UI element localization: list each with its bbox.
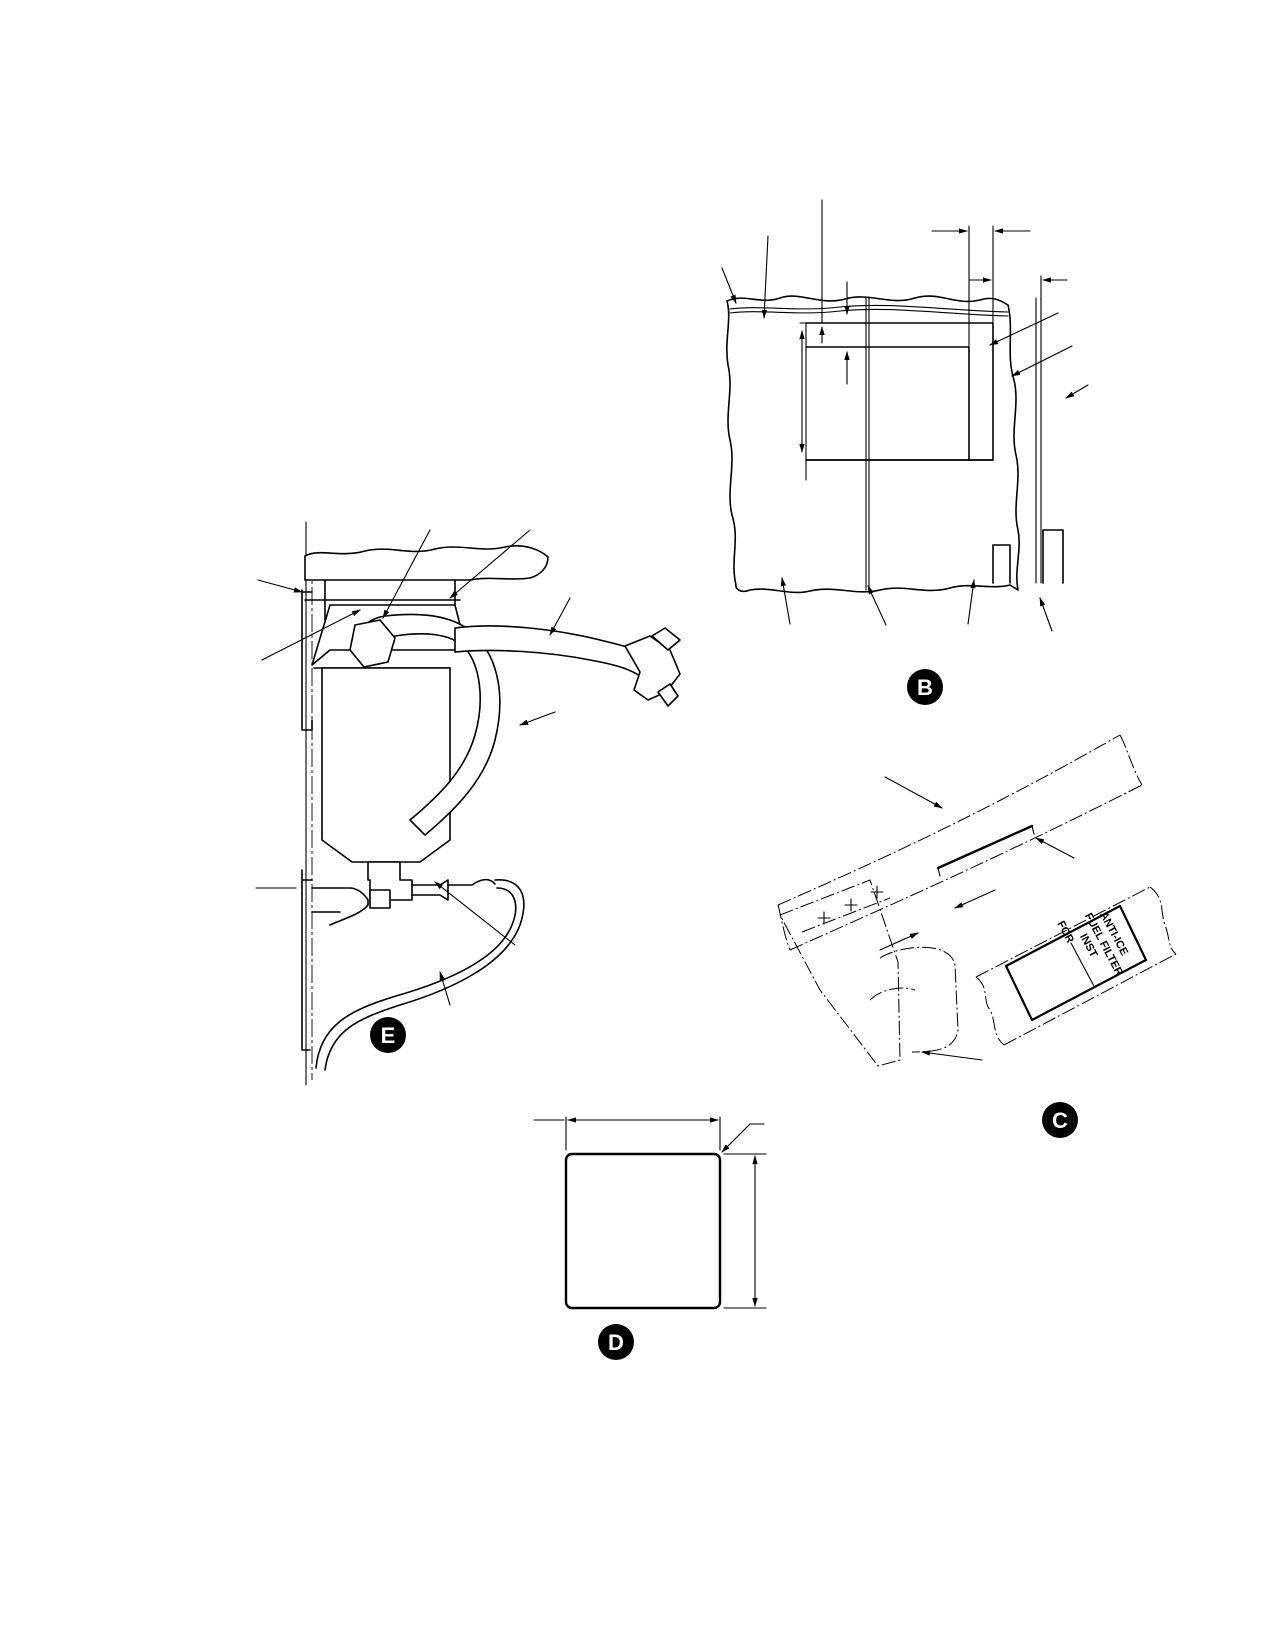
view-b-badge: B — [907, 669, 943, 705]
view-c-label: C — [1052, 1108, 1068, 1133]
view-e-label: E — [381, 1023, 396, 1048]
view-b-detail: B — [721, 199, 1089, 705]
anti-ice-decal: ANTI-ICE FUEL FILTER INST FOR — [1004, 904, 1148, 1022]
view-c-badge: C — [1042, 1102, 1078, 1138]
view-d-decal-dimensions: D — [533, 1116, 767, 1360]
view-d-label: D — [608, 1330, 624, 1355]
view-c-decal-location: ANTI-ICE FUEL FILTER INST FOR C — [777, 734, 1177, 1138]
view-d-badge: D — [598, 1324, 634, 1360]
view-b-label: B — [917, 675, 933, 700]
view-b-panel-outline — [726, 295, 1020, 594]
view-e-fuel-filter-detail: E — [255, 521, 681, 1086]
view-e-badge: E — [370, 1017, 406, 1053]
